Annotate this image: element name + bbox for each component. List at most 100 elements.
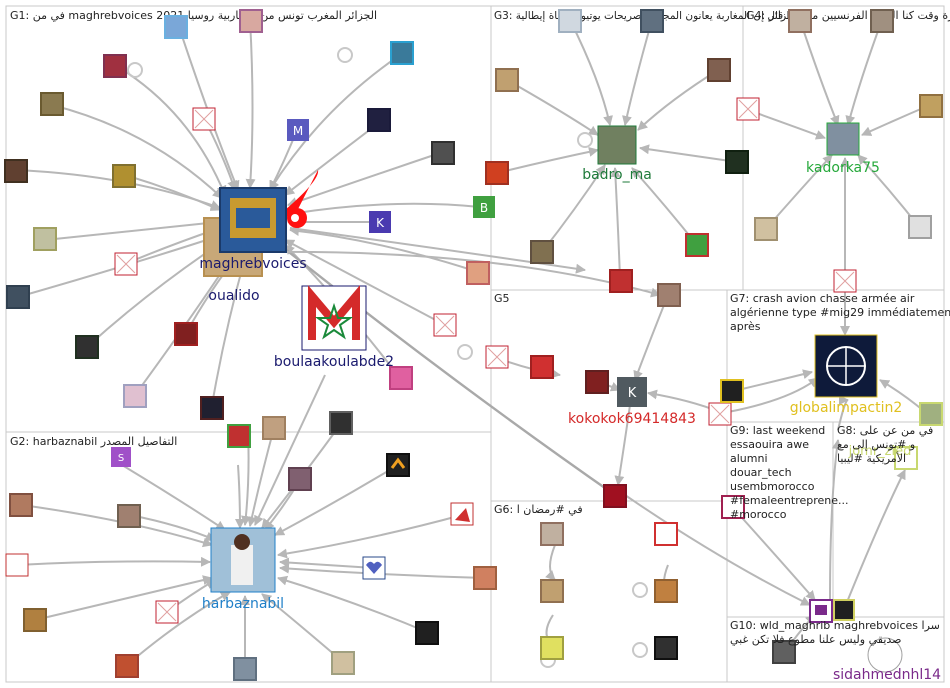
group-label-g8-line-1: G8: في من عن على bbox=[837, 424, 933, 437]
node-avatar[interactable] bbox=[558, 9, 582, 33]
node-avatar[interactable] bbox=[919, 402, 943, 426]
group-label-g9-line-4: douar_tech bbox=[730, 466, 792, 479]
group-label-g9-line-3: alumni bbox=[730, 452, 768, 465]
group-label-g5: G5 bbox=[494, 292, 510, 305]
node-avatar[interactable] bbox=[908, 215, 932, 239]
node-avatar[interactable] bbox=[603, 484, 627, 508]
node-letter-m[interactable] bbox=[287, 119, 309, 141]
kadorka75-label: kadorka75 bbox=[806, 160, 880, 176]
node-badro_ma[interactable]: badro_ma bbox=[582, 125, 652, 183]
kadorka75-avatar bbox=[826, 122, 860, 156]
group-label-g8: G8: في من عن على و #تونس إلى مع الأمريكي… bbox=[837, 424, 937, 465]
node-avatar[interactable] bbox=[174, 322, 198, 346]
node-avatar[interactable] bbox=[721, 495, 745, 519]
node-avatar[interactable] bbox=[654, 522, 678, 546]
node-avatar[interactable] bbox=[40, 92, 64, 116]
node-avatar[interactable] bbox=[657, 283, 681, 307]
node-avatar[interactable] bbox=[389, 366, 413, 390]
node-avatar[interactable] bbox=[725, 150, 749, 174]
panel-g6 bbox=[490, 500, 728, 683]
node-avatar[interactable] bbox=[331, 651, 355, 675]
node-avatar[interactable] bbox=[33, 227, 57, 251]
node-avatar[interactable] bbox=[654, 636, 678, 660]
node-avatar[interactable] bbox=[4, 159, 28, 183]
node-jomr_zied[interactable]: jomr_zied bbox=[848, 444, 912, 459]
edges bbox=[14, 19, 931, 668]
node-kadorka75[interactable]: kadorka75 bbox=[806, 122, 880, 176]
node-avatar[interactable] bbox=[6, 285, 30, 309]
node-avatar[interactable] bbox=[640, 9, 664, 33]
sidahmednhl14-label: sidahmednhl14 bbox=[833, 667, 941, 683]
nodes-g6 bbox=[540, 522, 678, 660]
node-avatar[interactable] bbox=[540, 522, 564, 546]
group-label-g9-line-6: #femaleentreprene... bbox=[730, 494, 849, 507]
node-sidahmednhl14[interactable]: sidahmednhl14 bbox=[833, 637, 941, 683]
node-avatar[interactable] bbox=[833, 599, 855, 621]
globalimpactin2-label: globalimpactin2 bbox=[790, 400, 903, 416]
node-avatar[interactable] bbox=[540, 636, 564, 660]
node-avatar[interactable] bbox=[164, 15, 188, 39]
kokokok69414843-avatar bbox=[617, 377, 647, 407]
nodes-g3 bbox=[485, 9, 749, 293]
node-avatar[interactable] bbox=[919, 94, 943, 118]
node-avatar[interactable] bbox=[239, 9, 263, 33]
node-avatar[interactable] bbox=[200, 396, 224, 420]
node-avatar[interactable] bbox=[329, 411, 353, 435]
node-avatar[interactable] bbox=[466, 261, 490, 285]
group-label-g9: G9: last weekend essaouira awe alumni do… bbox=[730, 424, 852, 521]
node-avatar[interactable] bbox=[227, 424, 251, 448]
badro_ma-avatar bbox=[597, 125, 637, 165]
node-avatar[interactable] bbox=[288, 467, 312, 491]
node-avatar[interactable] bbox=[720, 379, 744, 403]
node-avatar[interactable] bbox=[894, 446, 918, 470]
group-label-g4: G4: في ثورة وقت كنا الجنود الفرنسيين من … bbox=[746, 9, 950, 22]
node-avatar[interactable] bbox=[431, 141, 455, 165]
node-globalimpactin2[interactable]: globalimpactin2 bbox=[790, 334, 903, 416]
node-avatar[interactable] bbox=[473, 566, 497, 590]
node-avatar[interactable] bbox=[23, 608, 47, 632]
group-label-g4-text: G4: في ثورة وقت كنا الجنود الفرنسيين من … bbox=[746, 9, 950, 22]
group-label-g6: G6: في #رمضان ا bbox=[494, 503, 583, 516]
boulaakoulabde2-label: boulaakoulabde2 bbox=[274, 354, 394, 370]
node-letter-s[interactable] bbox=[111, 447, 131, 467]
node-avatar[interactable] bbox=[386, 453, 410, 477]
node-maghrebvoices[interactable]: maghrebvoices bbox=[199, 187, 307, 272]
node-avatar[interactable] bbox=[530, 240, 554, 264]
node-avatar[interactable] bbox=[495, 68, 519, 92]
node-harbaznabil[interactable]: harbaznabil bbox=[202, 527, 284, 612]
node-avatar[interactable] bbox=[707, 58, 731, 82]
node-letter-b[interactable] bbox=[473, 196, 495, 218]
node-boulaakoulabde2[interactable]: boulaakoulabde2 bbox=[274, 285, 394, 370]
nodes-g4 bbox=[736, 9, 943, 293]
node-avatar[interactable] bbox=[367, 108, 391, 132]
node-avatar[interactable] bbox=[754, 217, 778, 241]
node-avatar[interactable] bbox=[390, 41, 414, 65]
node-avatar[interactable] bbox=[112, 164, 136, 188]
node-kokokok69414843[interactable]: K kokokok69414843 bbox=[568, 377, 696, 427]
node-avatar[interactable] bbox=[485, 161, 509, 185]
node-avatar[interactable] bbox=[9, 493, 33, 517]
node-avatar[interactable] bbox=[233, 657, 257, 681]
node-avatar[interactable] bbox=[115, 654, 139, 678]
node-avatar[interactable] bbox=[262, 416, 286, 440]
node-avatar[interactable] bbox=[870, 9, 894, 33]
node-avatar[interactable] bbox=[103, 54, 127, 78]
node-avatar[interactable] bbox=[685, 233, 709, 257]
node-letter-m-label: M bbox=[293, 124, 303, 138]
node-avatar[interactable] bbox=[772, 640, 796, 664]
group-label-g7-line-3: après bbox=[730, 320, 761, 333]
group-label-g9-line-5: usembmorocco bbox=[730, 480, 815, 493]
node-avatar[interactable] bbox=[788, 9, 812, 33]
node-letter-k[interactable] bbox=[369, 211, 391, 233]
node-avatar[interactable] bbox=[5, 553, 29, 577]
node-avatar[interactable] bbox=[585, 370, 609, 394]
node-avatar[interactable] bbox=[415, 621, 439, 645]
node-avatar[interactable] bbox=[609, 269, 633, 293]
node-avatar[interactable] bbox=[540, 579, 564, 603]
node-avatar[interactable] bbox=[117, 504, 141, 528]
node-avatar[interactable] bbox=[123, 384, 147, 408]
node-avatar[interactable] bbox=[75, 335, 99, 359]
node-avatar[interactable] bbox=[530, 355, 554, 379]
node-avatar[interactable] bbox=[654, 579, 678, 603]
